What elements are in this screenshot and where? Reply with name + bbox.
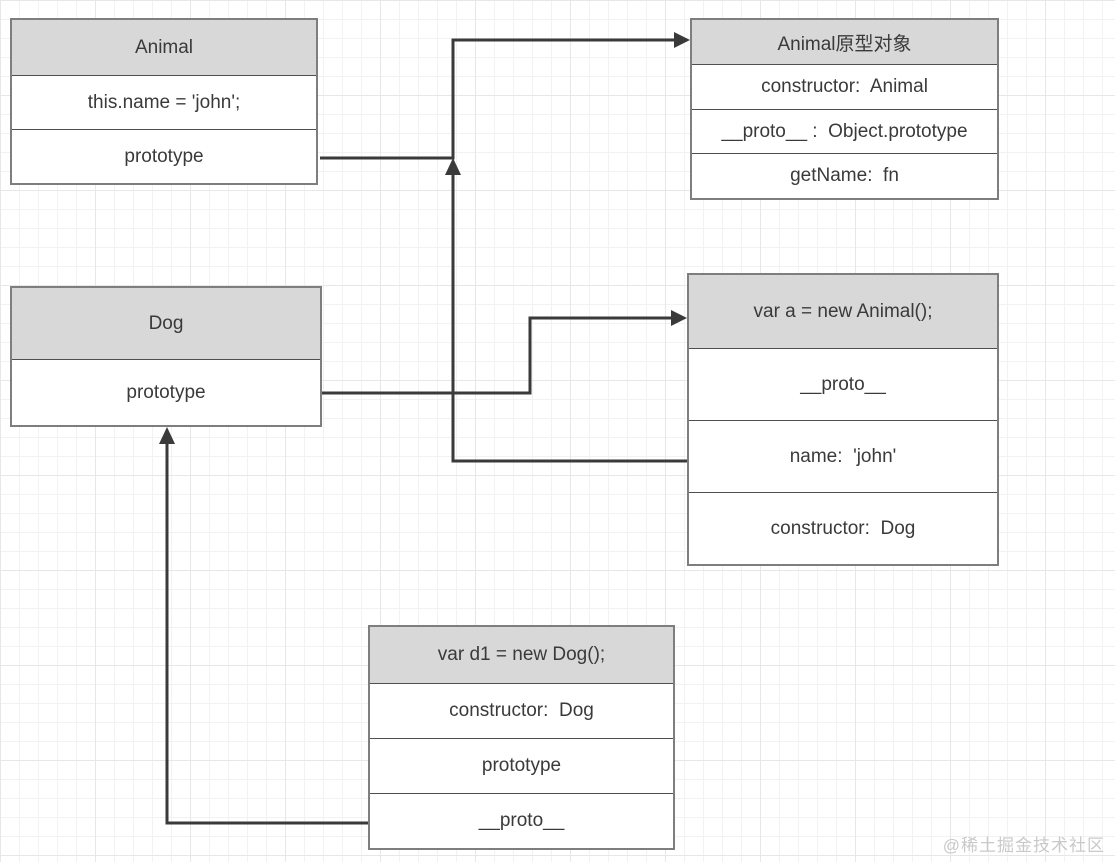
node-animal-prototype-object-row-constructor: constructor: Animal (692, 64, 997, 109)
node-var-d1-row-prototype: prototype (370, 738, 673, 793)
node-var-d1-row-proto: __proto__ (370, 793, 673, 848)
node-dog-row-prototype: prototype (12, 359, 320, 425)
node-dog: Dog prototype (10, 286, 322, 427)
node-animal-row-prototype: prototype (12, 129, 316, 183)
node-var-a-row-constructor: constructor: Dog (689, 492, 997, 564)
node-var-d1-row-constructor: constructor: Dog (370, 683, 673, 738)
node-var-a: var a = new Animal(); __proto__ name: 'j… (687, 273, 999, 566)
node-animal-row-this-name: this.name = 'john'; (12, 75, 316, 129)
arrow-a-proto-to-proto-object (445, 158, 687, 463)
node-dog-title: Dog (12, 288, 320, 359)
arrow-animal-prototype-to-proto-object (320, 32, 690, 160)
node-var-d1-title: var d1 = new Dog(); (370, 627, 673, 683)
node-animal: Animal this.name = 'john'; prototype (10, 18, 318, 185)
node-var-a-row-proto: __proto__ (689, 348, 997, 420)
node-animal-prototype-object-row-proto: __proto__ : Object.prototype (692, 108, 997, 154)
node-animal-prototype-object: Animal原型对象 constructor: Animal __proto__… (690, 18, 999, 200)
node-var-d1: var d1 = new Dog(); constructor: Dog pro… (368, 625, 675, 850)
node-animal-prototype-object-title: Animal原型对象 (692, 20, 997, 64)
node-var-a-row-name: name: 'john' (689, 420, 997, 492)
node-var-a-title: var a = new Animal(); (689, 275, 997, 348)
arrow-dog-prototype-to-var-a (322, 310, 687, 395)
node-animal-title: Animal (12, 20, 316, 75)
arrow-d1-proto-to-dog (159, 427, 368, 825)
node-animal-prototype-object-row-getname: getName: fn (692, 153, 997, 199)
watermark: @稀土掘金技术社区 (942, 836, 1105, 855)
